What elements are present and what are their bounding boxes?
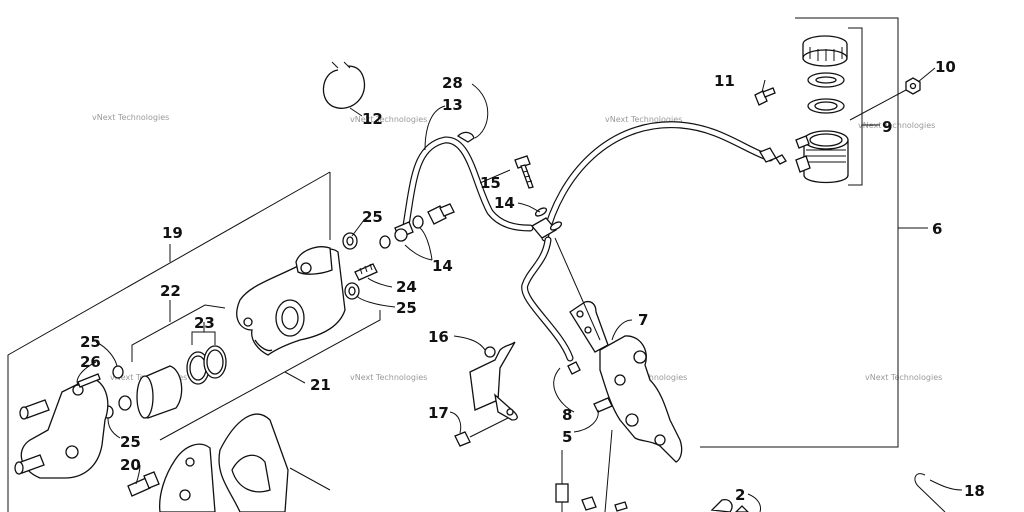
bracket-9 xyxy=(848,27,863,186)
brake-hose-upper xyxy=(521,121,787,362)
callout-15: 15 xyxy=(480,174,501,192)
callout-7: 7 xyxy=(638,311,648,329)
brake-hose-13 xyxy=(394,131,534,242)
callout-2: 2 xyxy=(735,486,745,504)
callout-17: 17 xyxy=(428,404,449,422)
push-rod xyxy=(555,429,628,512)
callout-11: 11 xyxy=(714,72,735,90)
callout-14-upper: 14 xyxy=(494,194,515,212)
bracket-23 xyxy=(191,331,216,345)
callout-22: 22 xyxy=(160,282,181,300)
callout-9: 9 xyxy=(882,118,892,136)
callout-25-upper: 25 xyxy=(362,208,383,226)
watermark-6: vNext Technologies xyxy=(350,373,427,382)
callouts: 2 5 6 7 8 9 10 11 12 13 14 14 15 16 17 1… xyxy=(80,58,985,504)
bracket-19 xyxy=(7,171,331,512)
watermark-4: vNext Technologies xyxy=(858,121,935,130)
master-cylinder-7 xyxy=(554,237,683,463)
callout-10: 10 xyxy=(935,58,956,76)
banjo-bolt-15 xyxy=(514,155,534,189)
callout-13: 13 xyxy=(442,96,463,114)
watermark-1: vNext Technologies xyxy=(92,113,169,122)
caliper-hose-bolt xyxy=(379,203,455,249)
screw-11 xyxy=(754,87,776,106)
callout-23: 23 xyxy=(194,314,215,332)
watermark-8: vNext Technologies xyxy=(865,373,942,382)
callout-5: 5 xyxy=(562,428,572,446)
hose-bracket-16 xyxy=(469,341,518,421)
callout-12: 12 xyxy=(362,110,383,128)
callout-25-mid: 25 xyxy=(396,299,417,317)
washers-25 xyxy=(102,232,360,419)
callout-21: 21 xyxy=(310,376,331,394)
caliper-body-21 xyxy=(236,246,346,356)
bracket-pads xyxy=(289,467,331,491)
seals-23 xyxy=(186,345,227,385)
piston-22 xyxy=(136,365,183,419)
bracket-6 xyxy=(700,17,928,448)
callout-8: 8 xyxy=(562,406,572,424)
callout-18: 18 xyxy=(964,482,985,500)
bolt-17 xyxy=(454,417,509,447)
retaining-ring-12 xyxy=(322,61,366,117)
callout-6: 6 xyxy=(932,220,942,238)
bleeder-24 xyxy=(354,263,378,281)
callout-14-lower: 14 xyxy=(432,257,453,275)
callout-24: 24 xyxy=(396,278,417,296)
caliper-bracket-26 xyxy=(14,373,109,479)
callout-16: 16 xyxy=(428,328,449,346)
callout-26: 26 xyxy=(80,353,101,371)
spring-18 xyxy=(914,473,946,512)
callout-25-left: 25 xyxy=(80,333,101,351)
washer-14-upper xyxy=(534,207,563,231)
callout-20: 20 xyxy=(120,456,141,474)
bracket-22 xyxy=(131,304,226,362)
bracket-21 xyxy=(159,310,381,441)
reservoir-9 xyxy=(795,35,849,184)
brake-pads xyxy=(159,413,289,512)
callout-25-lower: 25 xyxy=(120,433,141,451)
callout-28: 28 xyxy=(442,74,463,92)
leader-lines xyxy=(76,67,963,512)
callout-19: 19 xyxy=(162,224,183,242)
watermark-3: vNext Technologies xyxy=(605,115,682,124)
bolt-20 xyxy=(127,471,160,497)
watermark-2: vNext Technologies xyxy=(350,115,427,124)
